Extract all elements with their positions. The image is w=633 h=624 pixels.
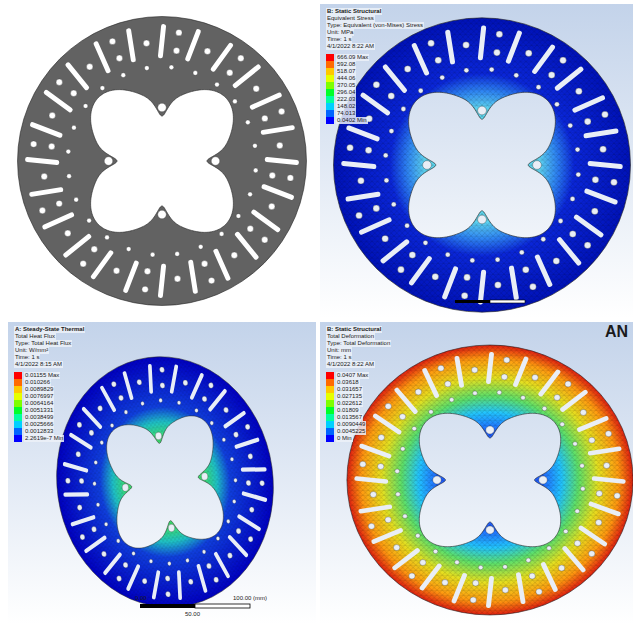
stress-plot xyxy=(334,18,631,312)
legend-swatch xyxy=(326,421,334,428)
legend-value: 0.0407 Max xyxy=(336,372,369,379)
legend-value: 0.010266 xyxy=(24,379,51,386)
legend-swatch xyxy=(14,414,22,421)
heat-flux-plot xyxy=(41,343,290,622)
legend-value: 0.027135 xyxy=(336,393,363,400)
legend-swatch xyxy=(326,61,334,68)
brake-disc xyxy=(18,17,307,306)
legend-swatch xyxy=(326,428,334,435)
scale-bar xyxy=(140,604,250,608)
legend-value: 0.031657 xyxy=(336,386,363,393)
result-header: 4/1/2022 8:15 AM xyxy=(14,361,63,368)
legend-swatch xyxy=(326,75,334,82)
legend-value: 0.022612 xyxy=(336,400,363,407)
legend-swatch xyxy=(326,89,334,96)
legend-value: 148.02 xyxy=(336,103,356,110)
legend-value: 0.0076997 xyxy=(24,393,54,400)
legend-value: 0.0025666 xyxy=(24,421,54,428)
result-header: B: Static Structural xyxy=(326,8,382,15)
legend-value: 0.0402 Min xyxy=(336,117,368,124)
legend-swatch xyxy=(326,407,334,414)
legend-value: 296.04 xyxy=(336,89,356,96)
legend-swatch xyxy=(14,428,22,435)
legend-value: 0.0089829 xyxy=(24,386,54,393)
scale-label: 100.00 (mm) xyxy=(232,595,268,602)
result-header: Total Deformation xyxy=(326,333,375,340)
legend-value: 222.03 xyxy=(336,96,356,103)
legend-swatch xyxy=(14,407,22,414)
legend-swatch xyxy=(326,54,334,61)
stress-panel xyxy=(320,4,633,318)
legend-value: 2.2619e-7 Min xyxy=(24,435,64,442)
result-header: 4/1/2022 8:22 AM xyxy=(326,361,375,368)
legend-swatch xyxy=(326,386,334,393)
legend-swatch xyxy=(326,379,334,386)
result-header: Time: 1 s xyxy=(326,36,352,43)
legend-swatch xyxy=(14,379,22,386)
legend-value: 0.0064164 xyxy=(24,400,54,407)
legend-swatch xyxy=(326,400,334,407)
legend-value: 0.01155 Max xyxy=(24,372,60,379)
legend-swatch xyxy=(14,386,22,393)
legend-swatch xyxy=(326,393,334,400)
legend-value: 592.08 xyxy=(336,61,356,68)
legend-swatch xyxy=(326,103,334,110)
result-header: Total Heat Flux xyxy=(14,333,56,340)
result-header: Unit: mm xyxy=(326,347,352,354)
legend-value: 0.013567 xyxy=(336,414,363,421)
legend-swatch xyxy=(326,96,334,103)
result-header: 4/1/2022 8:22 AM xyxy=(326,43,375,50)
logo-text: AN xyxy=(604,323,629,341)
legend-swatch xyxy=(14,372,22,379)
legend-value: 0 Min xyxy=(336,435,353,442)
result-header: Type: Total Deformation xyxy=(326,340,391,347)
legend-value: 0.0090449 xyxy=(336,421,366,428)
legend-value: 444.06 xyxy=(336,75,356,82)
cad-panel xyxy=(8,4,316,318)
legend-swatch xyxy=(326,117,334,124)
legend-value: 0.0051331 xyxy=(24,407,54,414)
legend-swatch xyxy=(14,435,22,442)
legend-value: 666.09 Max xyxy=(336,54,369,61)
result-header: Time: 1 s xyxy=(14,354,40,361)
result-header: Type: Total Heat Flux xyxy=(14,340,72,347)
legend-value: 0.0045225 xyxy=(336,428,366,435)
legend-value: 370.05 xyxy=(336,82,356,89)
legend-swatch xyxy=(326,110,334,117)
legend-value: 74.013 xyxy=(336,110,356,117)
result-header: A: Steady-State Thermal xyxy=(14,326,85,333)
result-header: Unit: MPa xyxy=(326,29,354,36)
legend-swatch xyxy=(326,68,334,75)
legend-swatch xyxy=(326,414,334,421)
legend-value: 0.01809 xyxy=(336,407,360,414)
deformation-panel xyxy=(320,322,633,624)
result-header: Equivalent Stress xyxy=(326,15,375,22)
heat-panel xyxy=(8,322,316,624)
legend-value: 0.0012833 xyxy=(24,428,54,435)
legend-swatch xyxy=(326,435,334,442)
legend-swatch xyxy=(326,82,334,89)
result-header: B: Static Structural xyxy=(326,326,382,333)
scale-label: 50.00 xyxy=(184,611,201,618)
legend-swatch xyxy=(14,421,22,428)
scale-bar xyxy=(455,300,525,303)
scale-label: 0.00 xyxy=(134,595,148,602)
legend-swatch xyxy=(14,393,22,400)
legend-value: 0.0038499 xyxy=(24,414,54,421)
result-header: Time: 1 s xyxy=(326,354,352,361)
legend-swatch xyxy=(326,372,334,379)
legend-swatch xyxy=(14,400,22,407)
legend-value: 518.07 xyxy=(336,68,356,75)
result-header: Unit: W/mm² xyxy=(14,347,49,354)
result-header: Type: Equivalent (von-Mises) Stress xyxy=(326,22,424,29)
deformation-plot xyxy=(347,345,633,615)
legend-value: 0.03618 xyxy=(336,379,360,386)
